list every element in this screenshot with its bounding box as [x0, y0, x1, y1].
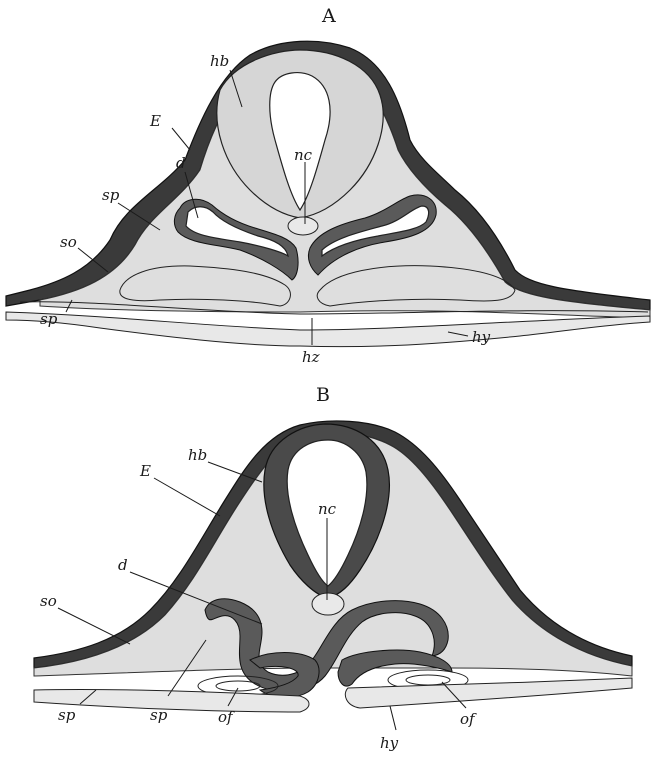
panel-b-label-hy: hy: [380, 734, 399, 752]
panel-b-E-pointer: [154, 478, 220, 516]
panel-a-notochord: [288, 217, 318, 235]
panel-b-label-of-right: of: [460, 710, 477, 728]
panel-b-label-so: so: [40, 592, 57, 610]
panel-b: B hb E: [34, 384, 632, 752]
panel-a-label-hz: hz: [302, 348, 320, 366]
panel-a-label-hb: hb: [210, 52, 229, 70]
panel-b-hy-pointer: [390, 706, 396, 730]
panel-b-label-hb: hb: [188, 446, 207, 464]
panel-a-label-E: E: [149, 112, 161, 130]
panel-b-hypoblast-right: [345, 678, 632, 708]
panel-a-title: A: [321, 5, 336, 27]
panel-b-label-E: E: [139, 462, 151, 480]
panel-b-label-of-left: of: [218, 708, 235, 726]
panel-b-title: B: [316, 384, 330, 406]
panel-a-label-sp-upper: sp: [102, 186, 120, 204]
panel-b-splanchnic-inner-left: [216, 681, 260, 691]
panel-a-label-so: so: [60, 233, 77, 251]
panel-a-label-nc: nc: [294, 146, 313, 164]
panel-b-label-nc: nc: [318, 500, 337, 518]
panel-b-so-pointer: [58, 608, 130, 644]
panel-a: A hb E d nc: [6, 5, 650, 366]
panel-b-label-sp-left: sp: [58, 706, 76, 724]
panel-a-hypoblast: [6, 312, 650, 347]
panel-a-label-sp-lower: sp: [40, 310, 58, 328]
panel-a-label-d: d: [176, 154, 186, 172]
panel-b-label-d: d: [118, 556, 128, 574]
panel-b-notochord: [312, 593, 344, 615]
panel-a-label-hy: hy: [472, 328, 491, 346]
panel-a-E-pointer: [172, 128, 190, 150]
panel-b-label-sp-mid: sp: [150, 706, 168, 724]
